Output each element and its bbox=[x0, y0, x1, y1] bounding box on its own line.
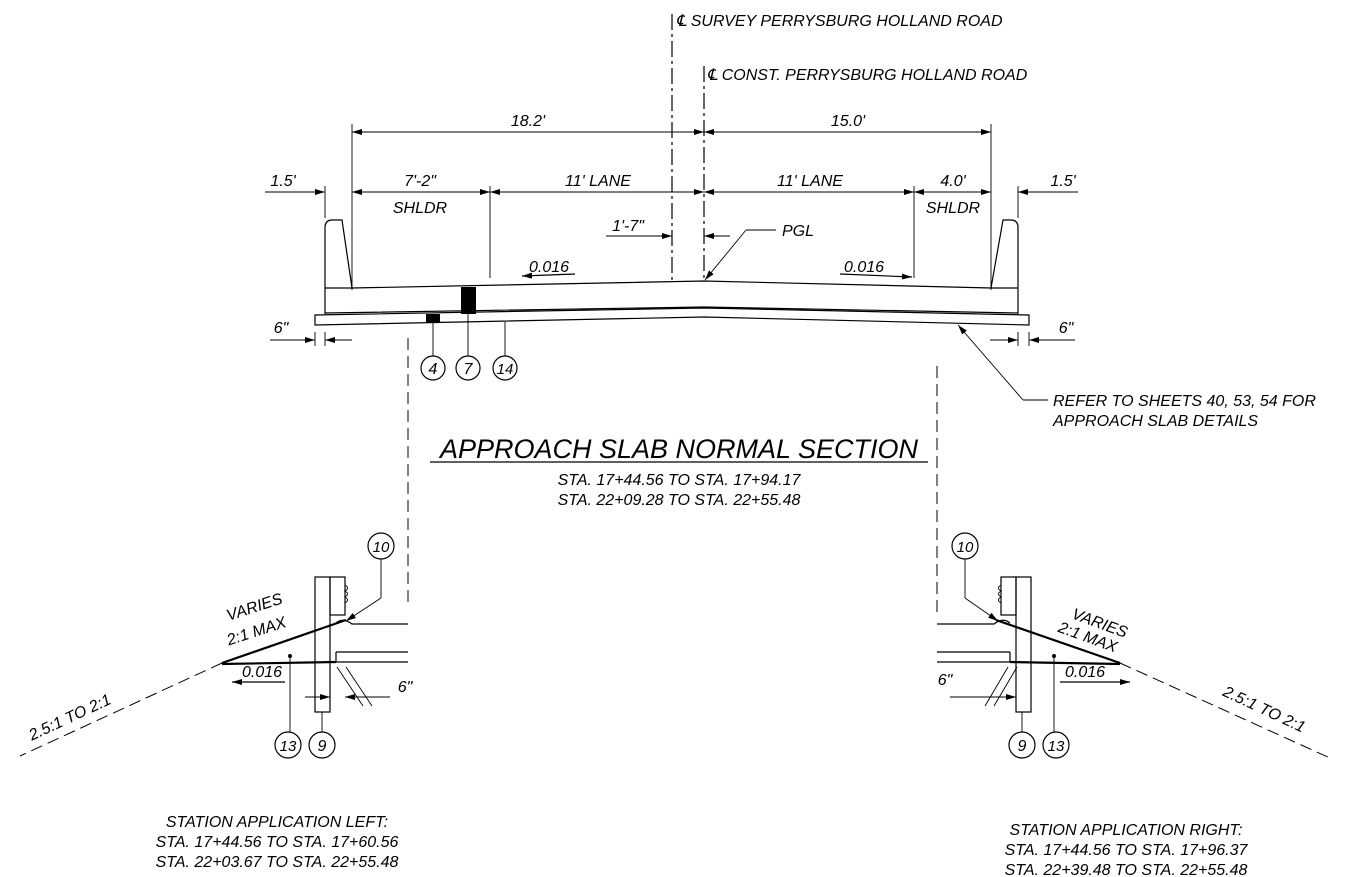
title-station-2: STA. 22+09.28 TO STA. 22+55.48 bbox=[558, 492, 801, 509]
station-right-line-2: STA. 22+39.48 TO STA. 22+55.48 bbox=[1005, 862, 1248, 877]
joint-filler bbox=[461, 287, 476, 314]
survey-centerline-label: ℄ SURVEY PERRYSBURG HOLLAND ROAD bbox=[676, 13, 1003, 30]
svg-text:10: 10 bbox=[957, 539, 974, 556]
svg-text:7: 7 bbox=[464, 361, 474, 378]
station-left-line-1: STA. 17+44.56 TO STA. 17+60.56 bbox=[156, 834, 399, 851]
right-slope-label: 0.016 bbox=[844, 259, 884, 276]
slab-bottom bbox=[324, 306, 1019, 314]
sleeper-slab bbox=[314, 307, 1030, 326]
right-shoulder-label: SHLDR bbox=[926, 200, 981, 217]
right-callout-10: 10 bbox=[951, 532, 979, 560]
left-total-dim: 18.2' bbox=[511, 113, 546, 130]
left-callout-9: 9 bbox=[308, 731, 336, 759]
left-lane-label: 11' LANE bbox=[565, 173, 631, 190]
left-barrier-dim: 1.5' bbox=[270, 173, 296, 190]
title-station-1: STA. 17+44.56 TO STA. 17+94.17 bbox=[558, 472, 802, 489]
right-slab-ext-dim: 6" bbox=[1059, 320, 1075, 337]
left-detail-ext: 6" bbox=[398, 679, 414, 696]
svg-text:10: 10 bbox=[373, 539, 390, 556]
section-callout-4: 4 bbox=[420, 355, 446, 381]
left-barrier bbox=[324, 219, 353, 289]
right-lane-label: 11' LANE bbox=[777, 173, 843, 190]
right-detail-ext: 6" bbox=[938, 672, 954, 689]
svg-text:14: 14 bbox=[497, 361, 514, 378]
deck-surface bbox=[325, 280, 1018, 289]
const-centerline-label: ℄ CONST. PERRYSBURG HOLLAND ROAD bbox=[707, 67, 1028, 84]
svg-text:13: 13 bbox=[1048, 738, 1065, 755]
overall-dimensions: 18.2' 15.0' bbox=[351, 113, 992, 290]
right-detail: 0.016 6" VARIES 2:1 MAX 2.5:1 TO 2:1 bbox=[937, 559, 1331, 759]
left-shoulder-label: SHLDR bbox=[393, 200, 448, 217]
section-title: APPROACH SLAB NORMAL SECTION bbox=[438, 434, 919, 464]
survey-centerline: ℄ SURVEY PERRYSBURG HOLLAND ROAD bbox=[671, 13, 1003, 282]
left-callout-10: 10 bbox=[367, 532, 395, 560]
offset-dim: 1'-7" bbox=[612, 218, 645, 235]
left-slab-ext-dim: 6" bbox=[274, 320, 290, 337]
svg-text:9: 9 bbox=[318, 738, 327, 755]
station-right-heading: STATION APPLICATION RIGHT: bbox=[1010, 822, 1243, 839]
station-right-line-1: STA. 17+44.56 TO STA. 17+96.37 bbox=[1005, 842, 1249, 859]
right-side-slope bbox=[995, 618, 1121, 665]
right-detail-slope: 0.016 bbox=[1065, 664, 1105, 681]
right-sideslope: 2.5:1 TO 2:1 bbox=[1219, 683, 1307, 736]
left-shoulder-width: 7'-2" bbox=[404, 173, 437, 190]
section-callout-14: 14 bbox=[492, 355, 518, 381]
const-centerline: ℄ CONST. PERRYSBURG HOLLAND ROAD bbox=[703, 66, 1028, 282]
station-left-heading: STATION APPLICATION LEFT: bbox=[166, 814, 388, 831]
note-line-1: REFER TO SHEETS 40, 53, 54 FOR bbox=[1053, 393, 1316, 410]
right-callout-13: 13 bbox=[1042, 731, 1070, 759]
lane-dimensions: 7'-2" SHLDR 11' LANE 11' LANE 4.0' SHLDR… bbox=[265, 173, 1078, 281]
right-shoulder-width: 4.0' bbox=[940, 173, 966, 190]
right-barrier bbox=[990, 219, 1019, 289]
section-callout-7: 7 bbox=[455, 355, 481, 381]
approach-slab-section: 0.016 0.016 6" 6" bbox=[270, 219, 1075, 401]
left-slope-label: 0.016 bbox=[529, 259, 569, 276]
left-callout-13: 13 bbox=[274, 731, 302, 759]
svg-text:13: 13 bbox=[280, 738, 297, 755]
left-detail: 0.016 6" VARIES 2:1 MAX 2.5:1 TO 2:1 bbox=[19, 559, 414, 757]
left-detail-slope: 0.016 bbox=[242, 664, 282, 681]
note-line-2: APPROACH SLAB DETAILS bbox=[1052, 413, 1258, 430]
right-total-dim: 15.0' bbox=[831, 113, 866, 130]
right-barrier-dim: 1.5' bbox=[1050, 173, 1076, 190]
pgl-label: PGL bbox=[782, 223, 814, 240]
svg-text:9: 9 bbox=[1018, 738, 1027, 755]
svg-text:4: 4 bbox=[429, 361, 438, 378]
left-side-slope bbox=[221, 618, 347, 665]
station-left-line-2: STA. 22+03.67 TO STA. 22+55.48 bbox=[156, 854, 399, 871]
left-sideslope: 2.5:1 TO 2:1 bbox=[25, 691, 113, 744]
right-callout-9: 9 bbox=[1008, 731, 1036, 759]
bearing-pad bbox=[426, 314, 440, 323]
